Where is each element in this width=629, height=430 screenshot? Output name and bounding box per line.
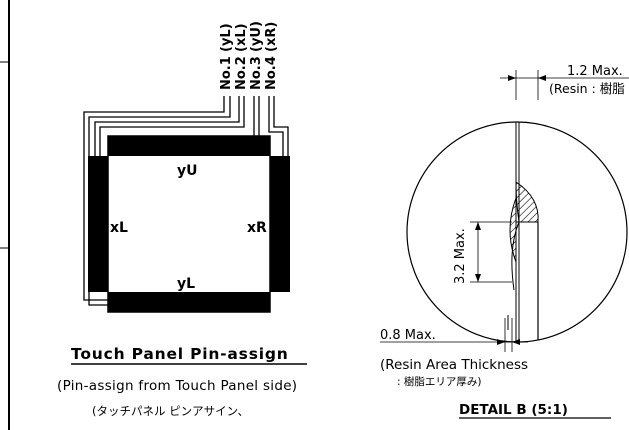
- pin-assign-title: Touch Panel Pin-assign: [71, 345, 289, 363]
- pin-signal-1: (yL): [219, 23, 234, 52]
- detail-b-title: DETAIL B (5:1): [459, 402, 568, 418]
- pin-signal-3: (yU): [249, 21, 264, 52]
- sheet-border: [0, 0, 10, 430]
- electrode-label-top: yU: [177, 163, 198, 179]
- pin-signal-2: (xL): [234, 23, 249, 52]
- pin-label-2: No.2: [234, 56, 249, 90]
- pin-label-4: No.4: [264, 56, 279, 90]
- dim-left-label: 3.2 Max.: [453, 228, 468, 284]
- dim-left: 3.2 Max.: [453, 221, 512, 284]
- electrode-bottom: [108, 292, 270, 312]
- pin-label-3: No.3: [249, 56, 264, 90]
- electrode-right: [270, 156, 290, 292]
- electrode-label-right: xR: [247, 220, 267, 236]
- electrode-label-left: xL: [110, 220, 128, 236]
- dim-top-label: 1.2 Max.: [567, 64, 623, 79]
- electrode-label-bottom: yL: [177, 276, 195, 292]
- pin-signal-4: (xR): [264, 22, 279, 52]
- electrode-top: [108, 136, 270, 156]
- electrode-left: [88, 156, 108, 292]
- thickness-note-jp: : 樹脂エリア厚み): [397, 375, 481, 388]
- pin-assign-note-jp: (タッチパネル ピンアサイン、: [92, 404, 249, 418]
- dim-bottom-label: 0.8 Max.: [380, 328, 436, 343]
- detail-b-circle: [406, 121, 628, 343]
- touch-panel: yU yL xL xR: [88, 135, 290, 313]
- dim-top-note: (Resin : 樹脂: [549, 81, 625, 96]
- thickness-note: (Resin Area Thickness: [380, 357, 528, 373]
- pin-label-1: No.1: [219, 56, 234, 90]
- pin-wires: [83, 96, 289, 306]
- pin-labels: No.1 No.2 No.3 No.4 (yL) (xL) (yU) (xR): [219, 21, 279, 90]
- dim-top: 1.2 Max. (Resin : 樹脂: [500, 64, 629, 100]
- dim-bottom: 0.8 Max.: [380, 318, 528, 352]
- pin-assign-subtitle: (Pin-assign from Touch Panel side): [57, 378, 297, 394]
